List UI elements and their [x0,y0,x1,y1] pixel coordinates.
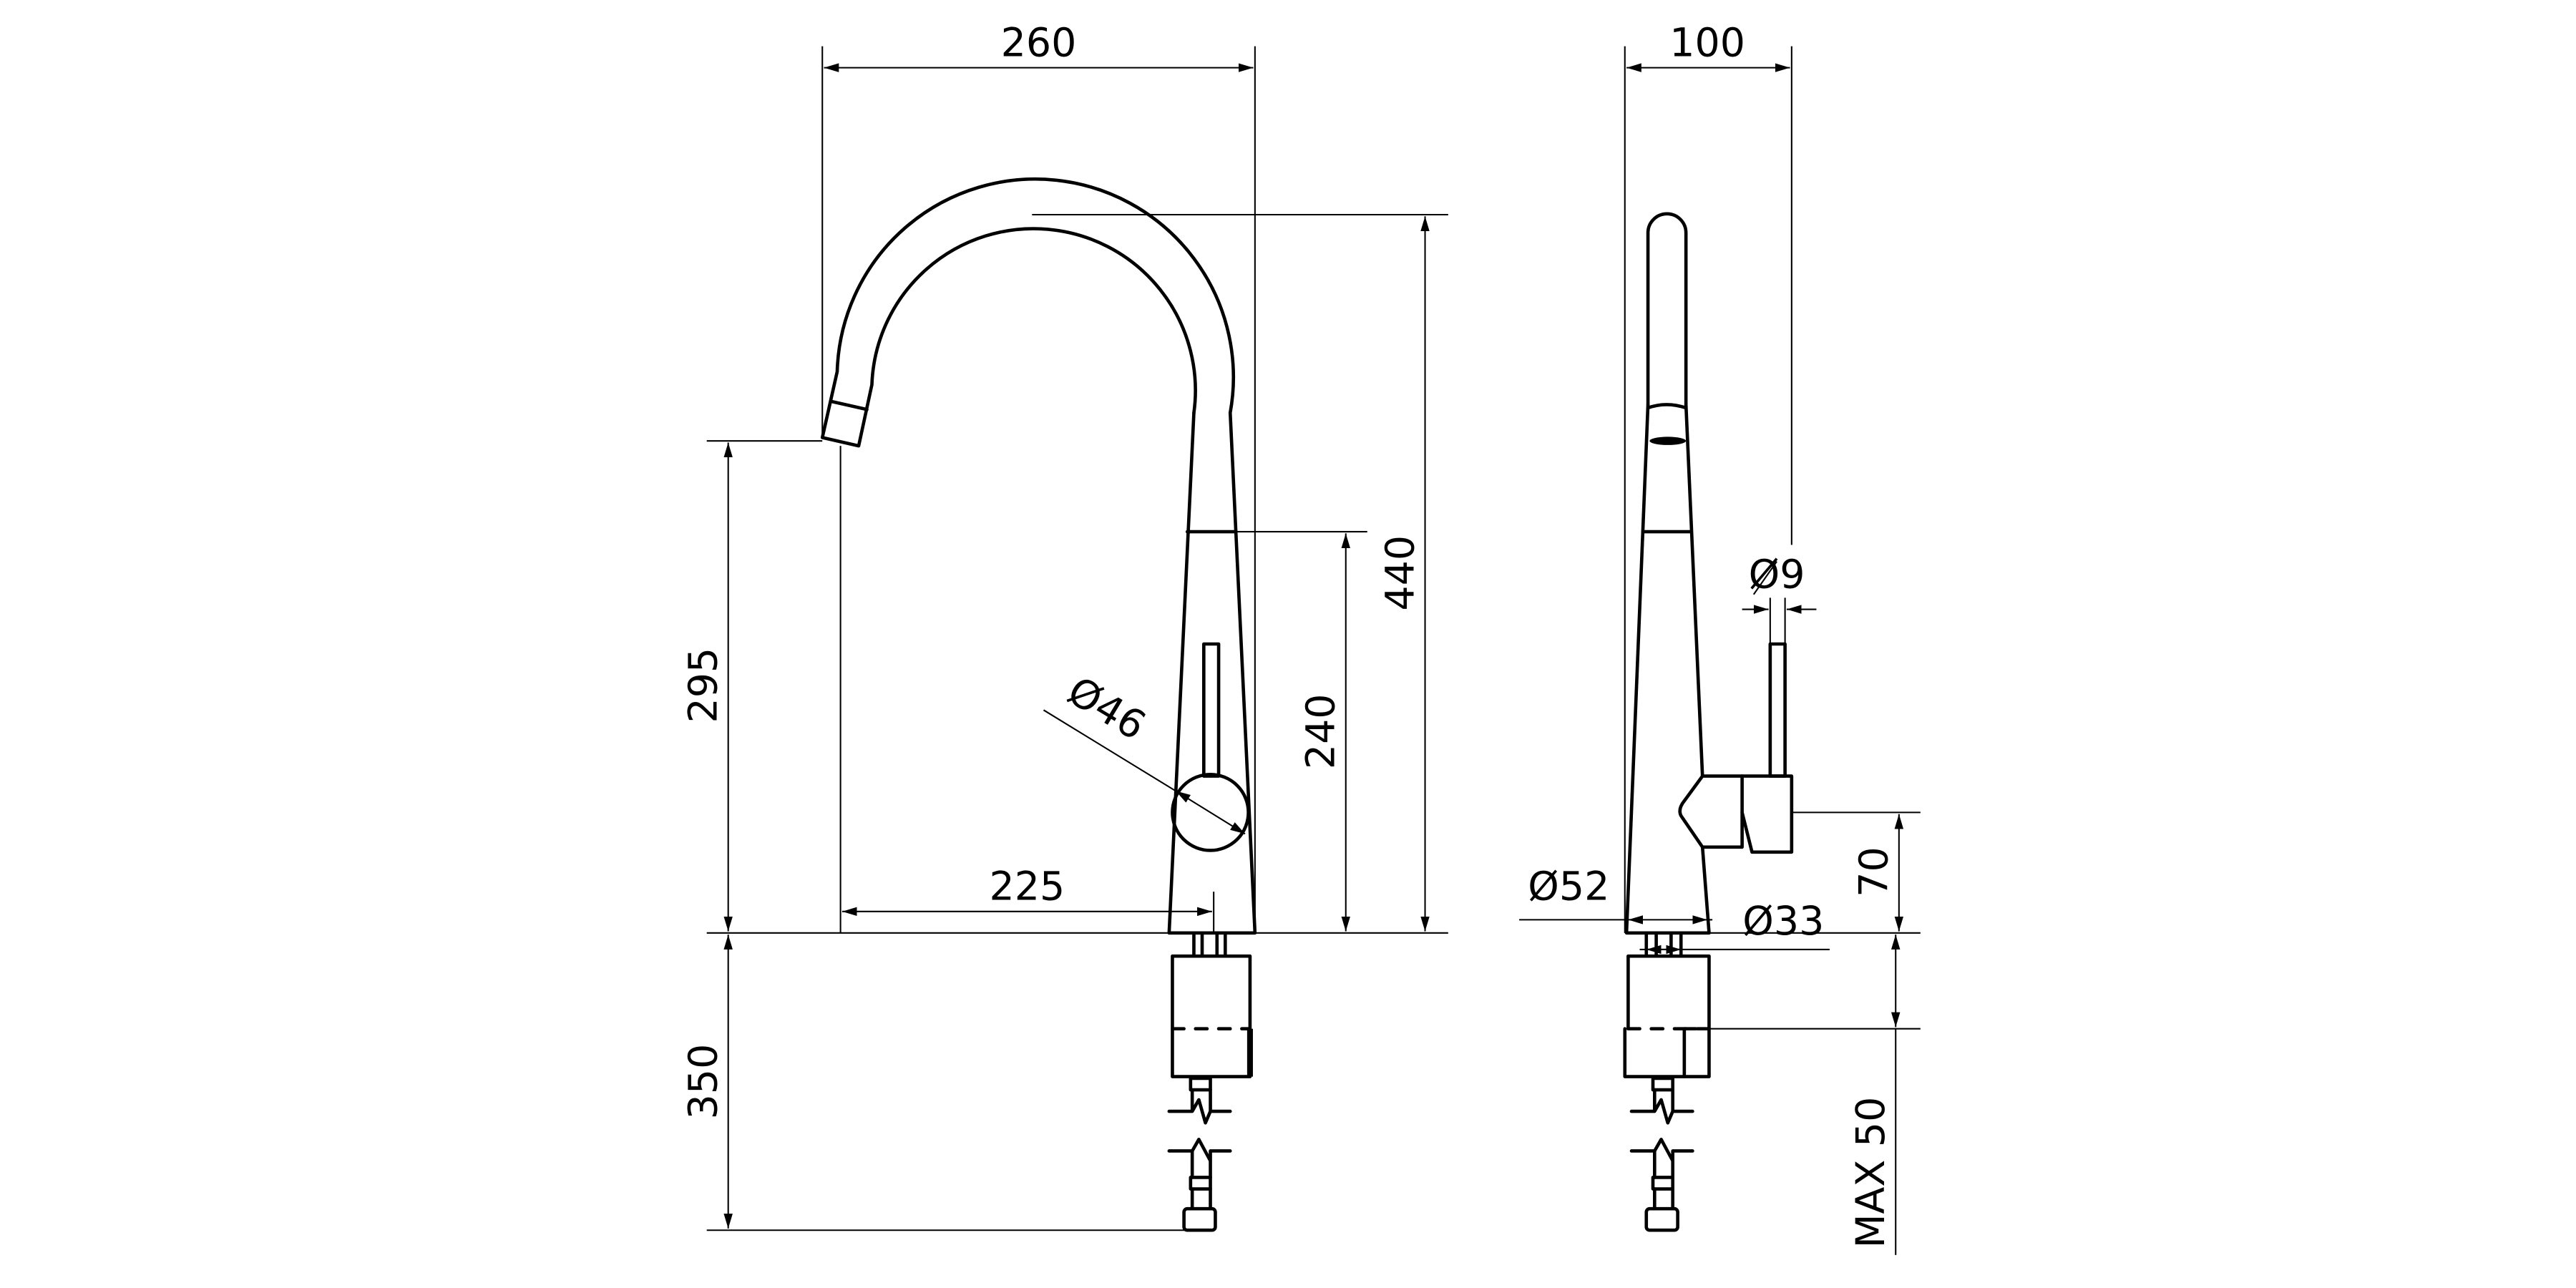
dim-handle-height-240: 240 [1299,693,1345,769]
mounting-shank [1171,931,1253,1078]
handle-lever [1202,642,1221,778]
handle-hub-front [1678,774,1744,849]
dimension-lines-front [1519,46,1921,1255]
dim-spout-height-295: 295 [681,648,727,723]
faucet-body [1167,411,1257,935]
dim-shank-diameter-33: Ø33 [1742,899,1824,945]
spout-outline [820,177,1235,448]
dim-reach-225: 225 [990,864,1065,910]
dimension-lines [706,46,1448,1231]
dim-diameter-46: Ø46 [1060,668,1153,750]
handle-housing [1740,774,1794,854]
side-view: 260 440 240 295 350 225 Ø46 [681,20,1448,1232]
dim-total-height-440: 440 [1377,535,1423,611]
dim-handle-level-70: 70 [1852,847,1898,897]
supply-hose-front [1629,1076,1694,1232]
dim-width-100: 100 [1669,20,1745,66]
mounting-shank-front [1623,931,1711,1078]
dim-max-50: MAX 50 [1848,1097,1894,1249]
faucet-body-front [1624,403,1711,935]
handle-hub [1171,772,1250,852]
supply-hose [1167,1076,1232,1232]
dim-base-diameter-52: Ø52 [1528,864,1609,910]
dim-lever-diameter-9: Ø9 [1749,552,1805,598]
handle-lever-front [1768,642,1787,778]
spout-front [1646,212,1688,406]
dim-width-260: 260 [1001,20,1077,66]
dim-below-counter-350: 350 [681,1044,727,1120]
front-view: 100 Ø9 70 Ø52 Ø33 MAX 50 [1519,20,1921,1255]
